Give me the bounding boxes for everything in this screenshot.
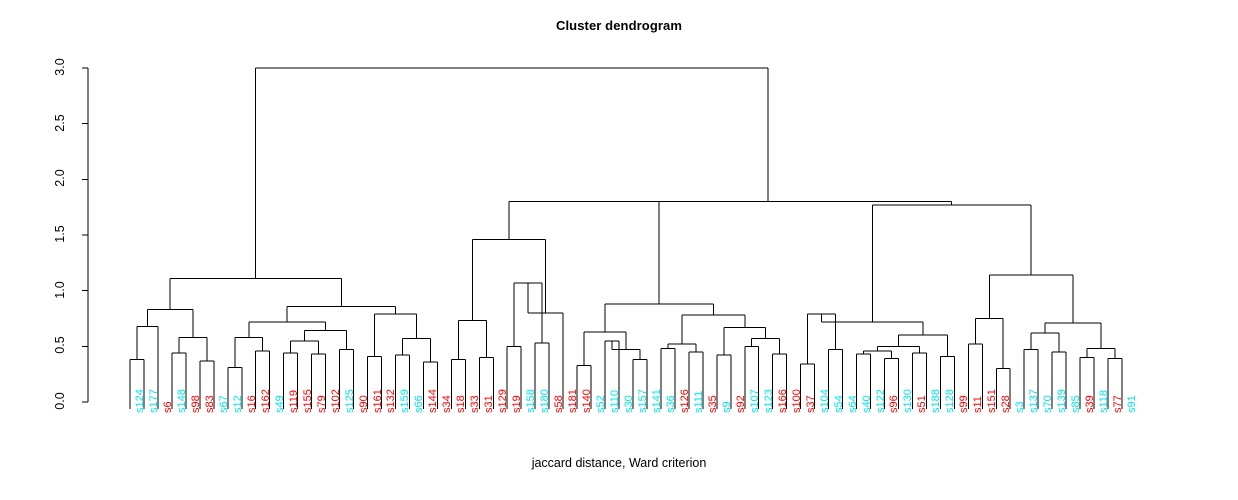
leaf-label: s126 [678, 389, 691, 413]
x-axis-label: jaccard distance, Ward criterion [531, 456, 707, 470]
dendrogram-branches [129, 67, 1123, 402]
leaf-label: s122 [874, 389, 887, 413]
leaf-label: s162 [259, 389, 272, 413]
leaf-label: s110 [609, 389, 622, 413]
leaf-label: s54 [832, 395, 845, 413]
leaf-label: s128 [944, 389, 957, 413]
leaf-label: s40 [860, 395, 873, 413]
leaf-label: s30 [623, 395, 635, 413]
leaf-label: s166 [776, 389, 789, 413]
leaf-label: s79 [315, 395, 328, 413]
leaf-label: s58 [553, 395, 566, 413]
chart-title: Cluster dendrogram [555, 18, 683, 33]
leaf-label: s104 [818, 389, 831, 413]
leaf-label: s111 [692, 390, 705, 413]
leaf-label: s3 [1014, 401, 1027, 413]
leaf-label: s90 [357, 395, 370, 413]
leaf-label: s102 [329, 389, 342, 413]
leaf-label: s140 [581, 389, 594, 413]
leaf-label: s51 [916, 395, 929, 413]
leaf-label: s66 [413, 395, 426, 413]
leaf-label: s98 [189, 395, 202, 413]
leaf-label: s70 [1042, 395, 1055, 413]
leaf-label: s16 [245, 395, 258, 413]
leaf-label: s158 [525, 389, 538, 413]
leaf-label: s33 [469, 395, 482, 413]
leaf-label: s132 [385, 389, 398, 413]
leaf-label: s123 [762, 389, 775, 413]
leaf-label: s180 [539, 389, 552, 413]
leaf-label: s181 [567, 389, 580, 413]
leaf-label: s124 [134, 389, 146, 413]
leaf-label: s31 [483, 395, 496, 413]
leaf-label: s159 [399, 389, 412, 413]
leaf-label: s141 [650, 389, 663, 413]
leaf-label: s11 [972, 396, 985, 413]
leaf-label: s137 [1028, 389, 1041, 413]
leaf-label: s83 [203, 395, 216, 413]
leaf-label: s35 [706, 395, 719, 413]
leaf-label: s49 [273, 395, 286, 413]
leaf-label: s18 [455, 395, 468, 413]
leaf-label: s130 [902, 389, 915, 413]
leaf-label: s19 [511, 395, 524, 413]
leaf-label: s119 [287, 389, 300, 413]
leaf-label: s28 [1000, 395, 1013, 413]
y-axis [82, 67, 89, 403]
leaf-label: s151 [986, 389, 999, 413]
leaf-label: s96 [888, 395, 901, 413]
leaf-label: s77 [1112, 395, 1125, 413]
leaf-label: s118 [1098, 389, 1111, 413]
leaf-label: s6 [161, 401, 174, 413]
leaf-ticks [129, 402, 1123, 409]
leaf-label: s34 [441, 395, 454, 413]
leaf-label: s139 [1056, 389, 1069, 413]
leaf-label: s157 [636, 389, 649, 413]
leaf-label: s99 [958, 395, 971, 413]
leaf-label: s12 [231, 395, 244, 413]
leaf-label: s161 [371, 389, 384, 413]
leaf-label: s64 [846, 395, 859, 413]
leaf-label: s148 [175, 389, 188, 413]
leaf-label: s85 [1070, 395, 1083, 413]
leaf-label: s177 [147, 389, 160, 413]
leaf-label: s91 [1126, 395, 1138, 413]
leaf-label: s52 [595, 395, 608, 413]
leaf-label: s155 [301, 389, 314, 413]
leaf-label: s37 [804, 395, 817, 413]
leaf-label: s125 [343, 389, 356, 413]
leaf-label: s9 [720, 401, 733, 413]
leaf-label: s92 [734, 395, 747, 413]
leaf-label: s67 [217, 395, 230, 413]
leaf-label: s144 [427, 389, 440, 413]
leaf-label: s36 [664, 395, 677, 413]
leaf-label: s107 [748, 389, 761, 413]
leaf-label: s39 [1084, 395, 1097, 413]
leaf-label: s129 [497, 389, 510, 413]
leaf-label: s188 [930, 389, 943, 413]
leaf-label: s100 [790, 389, 803, 413]
